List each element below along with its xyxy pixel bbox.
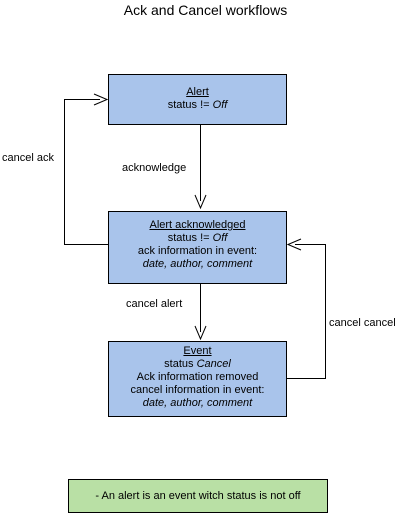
ack-fields-line: date, author, comment (142, 258, 253, 270)
alert-node: Alert status != Off (108, 74, 287, 125)
cancel-ack-arrowhead (93, 93, 109, 106)
alert-node-name: Alert (186, 86, 209, 98)
note-box: - An alert is an event witch status is n… (68, 479, 328, 513)
note-text: - An alert is an event witch status is n… (95, 489, 301, 502)
cancel-alert-arrowhead (194, 325, 207, 341)
ack-info-line: ack information in event: (137, 245, 258, 257)
cancel-ack-label: cancel ack (2, 152, 54, 165)
alert-acknowledged-status: status != Off (109, 232, 286, 245)
diagram-title: Ack and Cancel workflows (123, 2, 288, 18)
cancel-cancel-label: cancel cancel (329, 317, 396, 330)
alert-acknowledged-name: Alert acknowledged (149, 219, 246, 231)
alert-status-value: Off (212, 99, 228, 111)
cancel-fields-line: date, author, comment (142, 397, 253, 409)
cancel-alert-label: cancel alert (126, 298, 183, 311)
event-node-name: Event (183, 345, 212, 357)
event-status-value: Cancel (196, 358, 231, 370)
cancel-info-line: cancel information in event: (130, 384, 265, 396)
acknowledge-arrowhead (194, 194, 207, 210)
alert-node-status: status != Off (109, 99, 286, 112)
event-node: Event status Cancel Ack information remo… (108, 341, 287, 417)
alert-acknowledged-node: Alert acknowledged status != Off ack inf… (108, 211, 287, 284)
acknowledge-label: acknowledge (122, 162, 187, 175)
ack-removed-line: Ack information removed (136, 371, 259, 383)
alert-status-prefix: status != (167, 99, 213, 111)
cancel-ack-edge (64, 99, 108, 245)
cancel-cancel-arrowhead (286, 238, 302, 251)
event-node-status: status Cancel (109, 358, 286, 371)
ack-status-value: Off (212, 232, 228, 244)
ack-status-prefix: status != (167, 232, 213, 244)
event-status-prefix: status (164, 358, 197, 370)
cancel-cancel-edge (287, 244, 326, 379)
